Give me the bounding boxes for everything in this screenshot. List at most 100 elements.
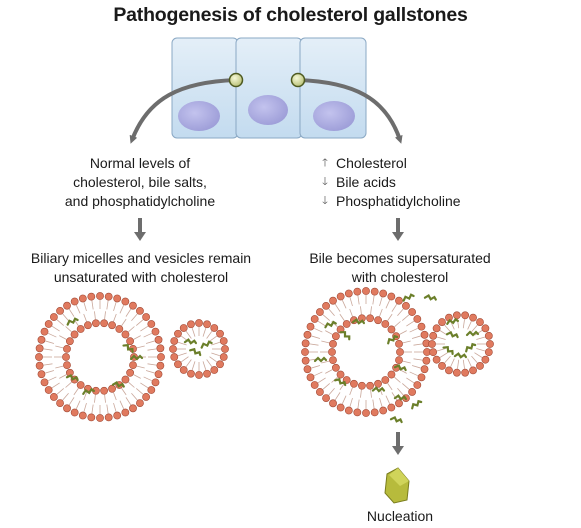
lipid-head <box>179 366 188 374</box>
lipid-tail <box>325 369 333 374</box>
cholesterol-crystal-icon <box>389 415 403 424</box>
lipid-tail <box>379 397 383 407</box>
lipid-head <box>219 337 228 345</box>
lipid-head <box>452 311 461 320</box>
lipid-tail <box>402 314 410 321</box>
lipid-head <box>408 388 417 396</box>
lipid-head <box>142 393 151 401</box>
lipid-head <box>429 331 438 340</box>
lipid-tail <box>51 382 60 389</box>
lipid-tail <box>402 360 411 364</box>
lipid-tail <box>457 359 460 369</box>
cholesterol-crystal-icon <box>371 386 386 393</box>
lipid-head <box>142 313 151 321</box>
lipid-head <box>379 289 388 298</box>
lipid-tail <box>202 361 207 371</box>
lipid-tail <box>143 332 153 338</box>
lipid-tail <box>136 345 145 349</box>
lipid-tail <box>409 371 419 377</box>
arrowhead-icon <box>392 446 404 455</box>
lipid-head <box>113 411 122 420</box>
result-line: Bile becomes supersaturated <box>309 250 491 266</box>
lipid-head <box>100 319 108 328</box>
lipid-head <box>366 314 374 323</box>
lipid-head <box>315 308 324 316</box>
lipid-tail <box>145 340 155 344</box>
cholesterol-crystal-icon <box>66 317 79 326</box>
lipid-head <box>370 408 379 417</box>
lipid-tail <box>391 392 398 401</box>
lipid-tail <box>56 388 64 395</box>
lipid-tail <box>385 299 391 309</box>
nucleus-icon <box>313 101 355 131</box>
lipid-tail <box>191 327 196 337</box>
lipid-head <box>115 325 124 333</box>
lipid-tail <box>379 308 383 317</box>
lipid-tail <box>402 383 410 390</box>
lipid-head <box>40 327 49 336</box>
bile-canaliculus-icon <box>290 72 306 88</box>
lipid-tail <box>119 304 125 314</box>
lipid-head <box>35 353 43 361</box>
lipid-tail <box>313 327 323 333</box>
lipid-head <box>121 330 130 339</box>
lipid-tail <box>83 313 87 322</box>
lipid-tail <box>476 348 486 352</box>
lipid-tail <box>357 399 360 409</box>
lipid-tail <box>471 355 478 364</box>
lipid-head <box>461 311 470 320</box>
lipid-tail <box>91 300 94 310</box>
lipid-head <box>216 360 224 369</box>
lipid-tail <box>406 377 415 384</box>
lipid-head <box>121 297 130 306</box>
lipid-tail <box>136 388 144 395</box>
lipid-tail <box>43 348 53 351</box>
lipid-head <box>44 386 53 394</box>
lipid-tail <box>334 392 341 401</box>
lipid-tail <box>391 303 398 312</box>
lipid-tail <box>394 376 401 383</box>
lipid-head <box>108 321 116 330</box>
lipid-tail <box>321 340 330 344</box>
lipid-head <box>301 348 309 356</box>
lipid-head <box>156 344 165 353</box>
lipid-tail <box>206 359 213 368</box>
cholesterol-crystal-icon <box>453 352 468 359</box>
lipid-tail <box>68 308 75 317</box>
lipid-head <box>417 322 426 331</box>
lipid-head <box>96 414 104 422</box>
supersaturated-result-text: Bile becomes supersaturated with cholest… <box>300 249 500 287</box>
lipid-tail <box>349 297 353 307</box>
lipid-head <box>129 404 137 413</box>
lipid-head <box>461 368 470 377</box>
lipid-head <box>336 292 345 301</box>
lipid-tail <box>128 326 135 333</box>
lipid-tail <box>83 392 87 401</box>
lipid-head <box>329 296 337 305</box>
lipid-head <box>210 324 219 332</box>
lipid-head <box>169 345 177 353</box>
lipid-head <box>310 315 319 323</box>
lipid-head <box>306 373 315 382</box>
lipid-head <box>56 306 64 315</box>
lipid-tail <box>140 325 149 332</box>
cholesterol-crystal-icon <box>465 342 477 353</box>
supersaturated-micelle <box>428 311 494 377</box>
lipid-head <box>484 348 493 357</box>
normal-levels-text: Normal levels of cholesterol, bile salts… <box>40 154 240 211</box>
lipid-head <box>126 337 135 346</box>
lipid-tail <box>47 376 57 382</box>
lipid-tail <box>462 319 465 329</box>
lipid-head <box>353 408 362 417</box>
lipid-tail <box>476 336 486 340</box>
cholesterol-crystal-icon <box>183 338 198 345</box>
lipid-tail <box>370 306 372 315</box>
lipid-head <box>329 356 337 365</box>
lipid-head <box>413 381 422 389</box>
lipid-tail <box>94 394 96 403</box>
lipid-head <box>395 356 403 365</box>
left-pathway-arrow <box>129 78 237 144</box>
lipid-head <box>151 378 160 387</box>
diagram-title: Pathogenesis of cholesterol gallstones <box>113 4 468 26</box>
lipid-tail <box>211 352 221 357</box>
